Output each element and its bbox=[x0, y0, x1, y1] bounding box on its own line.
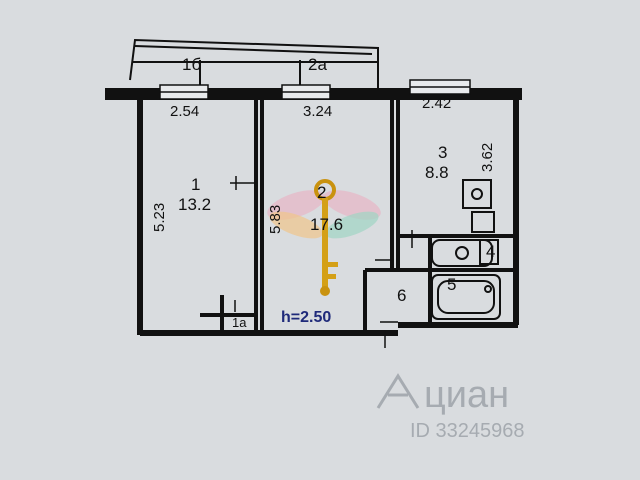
room-1-width: 2.54 bbox=[170, 103, 200, 120]
closet-label: 1а bbox=[232, 315, 247, 330]
room-2-area: 17.6 bbox=[310, 215, 344, 234]
room-3-area: 8.8 bbox=[425, 163, 449, 182]
room-1-length: 5.23 bbox=[151, 202, 168, 232]
room-6-number: 6 bbox=[397, 286, 407, 305]
key-dragonfly-logo bbox=[267, 179, 381, 296]
room-2-number: 2 bbox=[317, 183, 327, 202]
balcony-1-label: 1б bbox=[182, 55, 202, 74]
room-4-number: 4 bbox=[486, 242, 496, 261]
cian-house-icon bbox=[376, 373, 420, 409]
watermark-id: ID 33245968 bbox=[410, 420, 525, 442]
room-2-length: 5.83 bbox=[267, 204, 284, 234]
room-1-area: 13.2 bbox=[178, 195, 212, 214]
ceiling-height: h=2.50 bbox=[281, 309, 332, 326]
room-3-number: 3 bbox=[438, 143, 448, 162]
balcony-2-label: 2а bbox=[308, 55, 327, 74]
room-3-width: 2.42 bbox=[422, 95, 452, 112]
windows bbox=[159, 79, 471, 100]
room-5-number: 5 bbox=[447, 275, 457, 294]
room-1-number: 1 bbox=[191, 175, 201, 194]
balcony-outline bbox=[129, 38, 379, 92]
bathroom-fixtures bbox=[431, 239, 501, 320]
room-3-length: 3.62 bbox=[479, 142, 496, 172]
stove bbox=[462, 179, 495, 233]
watermark-brand: циан bbox=[424, 374, 510, 416]
door-marks bbox=[230, 176, 413, 348]
interior-walls bbox=[200, 97, 516, 335]
room-2-width: 3.24 bbox=[303, 103, 333, 120]
